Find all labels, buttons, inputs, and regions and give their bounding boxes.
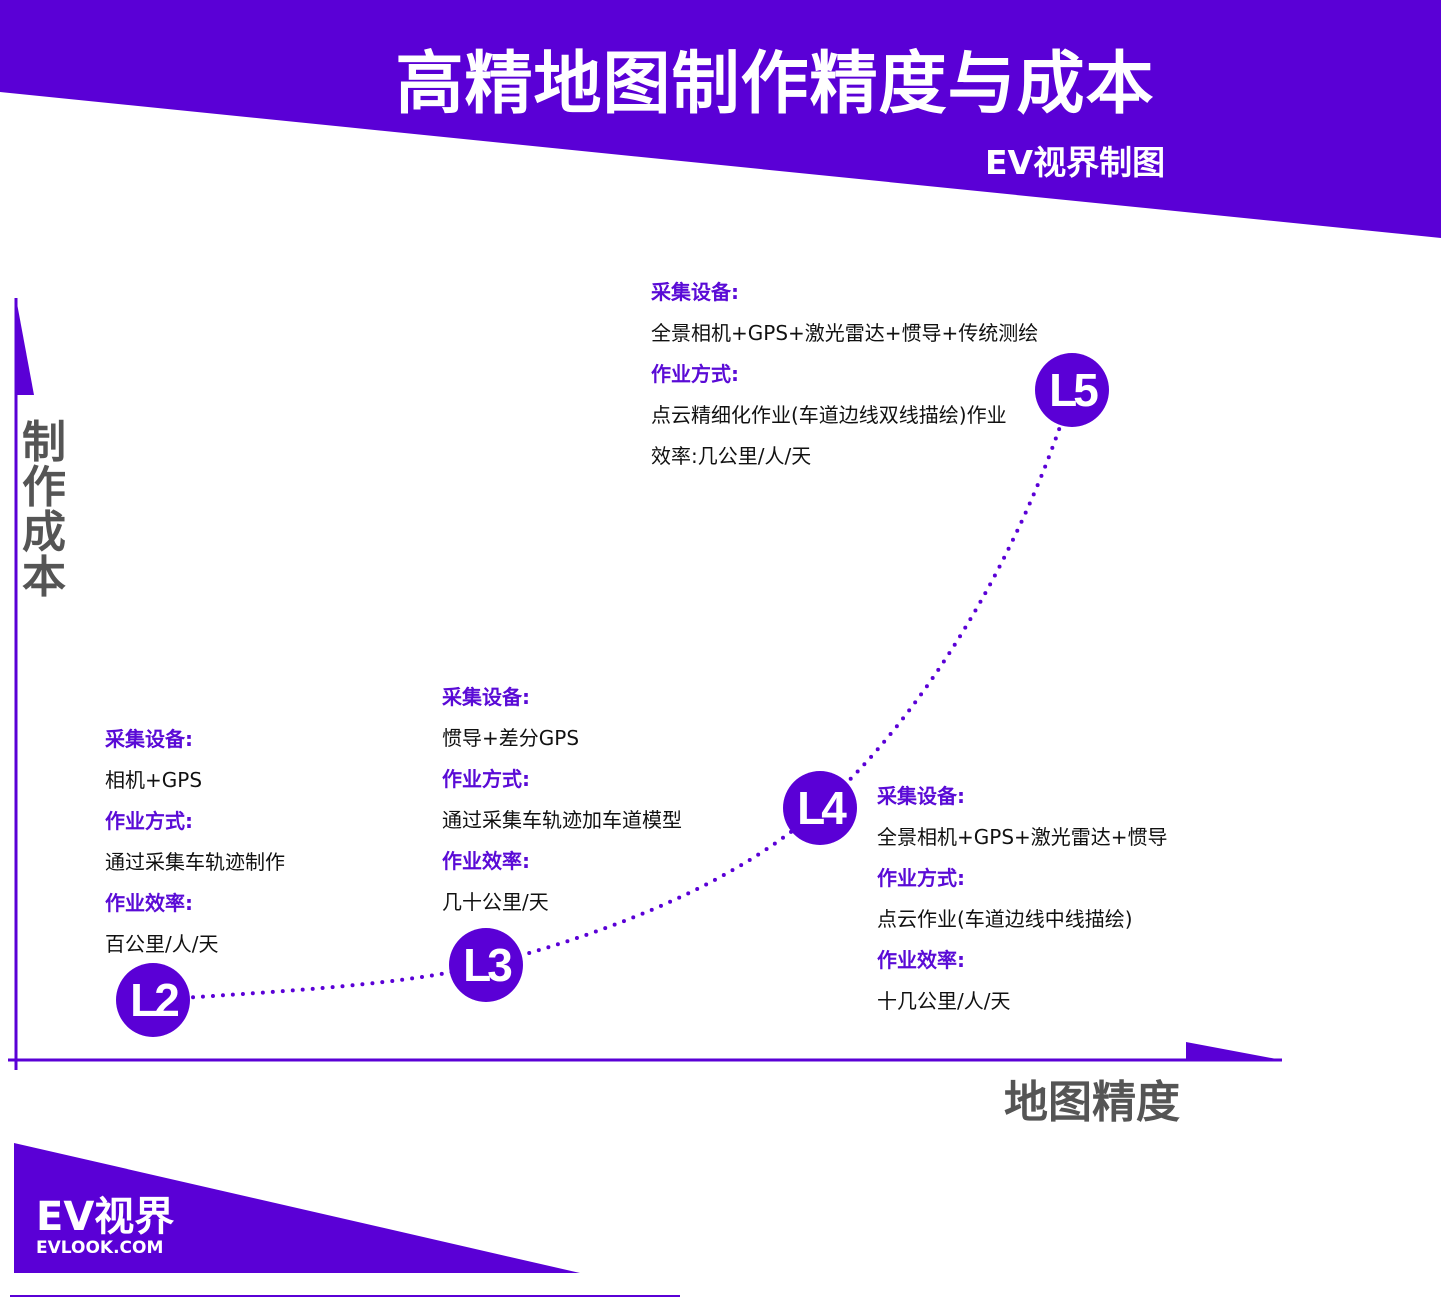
info-value: 通过采集车轨迹加车道模型 (442, 808, 682, 832)
info-value: 效率:几公里/人/天 (651, 444, 812, 468)
footer-site: EVLOOK.COM (36, 1238, 164, 1258)
y-axis-arrow (16, 298, 34, 395)
info-heading: 作业方式: (105, 809, 193, 833)
level-node-l5: L5 (1035, 353, 1109, 427)
x-axis-arrow (1186, 1042, 1282, 1060)
info-value: 全景相机+GPS+激光雷达+惯导+传统测绘 (651, 321, 1039, 345)
info-value: 通过采集车轨迹制作 (105, 850, 285, 874)
chart-credit: EV视界制图 (985, 143, 1166, 182)
info-value: 惯导+差分GPS (442, 726, 580, 750)
info-heading: 采集设备: (105, 727, 193, 751)
level-info-l4: 采集设备: 全景相机+GPS+激光雷达+惯导作业方式: 点云作业(车道边线中线描绘)… (877, 776, 1168, 1022)
info-value: 全景相机+GPS+激光雷达+惯导 (877, 825, 1168, 849)
info-heading: 作业效率: (442, 849, 530, 873)
footer-logo: EV视界 (36, 1194, 175, 1240)
page-title: 高精地图制作精度与成本 (395, 45, 1155, 124)
level-info-l3: 采集设备: 惯导+差分GPS 作业方式: 通过采集车轨迹加车道模型作业效率: 几十公里/… (442, 677, 682, 923)
level-node-l4: L4 (783, 771, 857, 845)
level-node-l2: L2 (116, 963, 190, 1037)
y-axis-label: 制作成本 (22, 417, 66, 603)
info-value: 十几公里/人/天 (877, 989, 1011, 1013)
info-heading: 作业方式: (442, 767, 530, 791)
info-heading: 作业方式: (651, 362, 739, 386)
x-axis-label: 地图精度 (1004, 1077, 1180, 1128)
level-node-l3: L3 (449, 928, 523, 1002)
info-value: 几十公里/天 (442, 890, 549, 914)
footer-banner (14, 1143, 580, 1273)
info-heading: 采集设备: (442, 685, 530, 709)
info-value: 相机+GPS (105, 768, 203, 792)
info-value: 点云作业(车道边线中线描绘) (877, 907, 1133, 931)
info-heading: 作业效率: (105, 891, 193, 915)
header-banner (0, 0, 1441, 238)
cost-curve (151, 388, 1074, 1002)
level-info-l5: 采集设备: 全景相机+GPS+激光雷达+惯导+传统测绘作业方式: 点云精细化作业(车… (651, 272, 1038, 477)
info-heading: 作业方式: (877, 866, 965, 890)
info-heading: 采集设备: (651, 280, 739, 304)
info-value: 百公里/人/天 (105, 932, 219, 956)
info-heading: 作业效率: (877, 948, 965, 972)
info-value: 点云精细化作业(车道边线双线描绘)作业 (651, 403, 1007, 427)
info-heading: 采集设备: (877, 784, 965, 808)
level-info-l2: 采集设备: 相机+GPS 作业方式: 通过采集车轨迹制作作业效率: 百公里/人/天 (105, 719, 285, 965)
